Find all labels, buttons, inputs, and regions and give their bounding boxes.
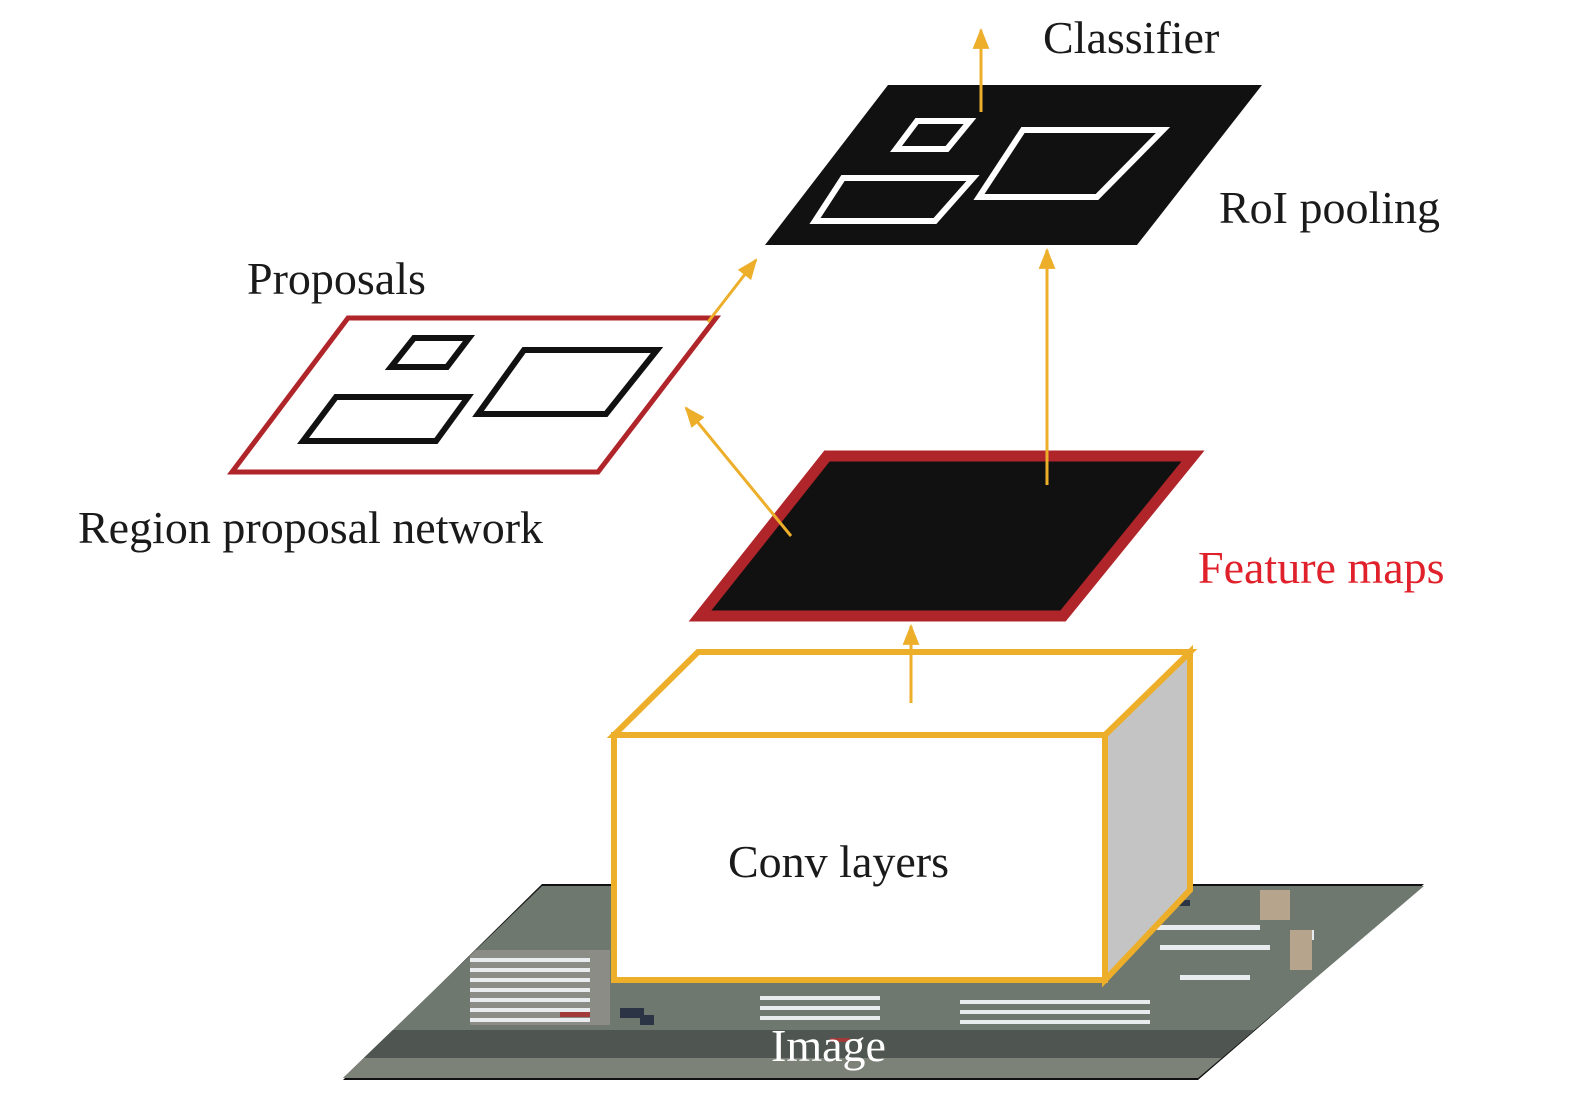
proposal-box-small <box>384 335 476 370</box>
label-feature-maps: Feature maps <box>1198 542 1445 593</box>
roi-box-left <box>809 175 980 224</box>
roi-box-small <box>890 118 977 152</box>
arrows <box>684 27 1056 703</box>
conv-layers-box <box>606 644 1198 988</box>
arrow-rpn-to-roi <box>706 258 758 323</box>
roi-pooling-plane <box>765 85 1262 245</box>
label-proposals: Proposals <box>247 253 426 304</box>
label-image: Image <box>771 1020 886 1071</box>
proposals-plane <box>226 315 722 475</box>
proposal-box-left <box>297 394 474 444</box>
label-conv-layers: Conv layers <box>728 836 949 887</box>
roi-box-right <box>973 127 1171 200</box>
label-roi-pooling: RoI pooling <box>1219 182 1440 233</box>
proposal-box-right <box>472 347 664 417</box>
label-rpn: Region proposal network <box>78 502 543 553</box>
feature-maps-plane <box>688 450 1205 622</box>
arrow-features-to-rpn <box>684 406 793 537</box>
label-classifier: Classifier <box>1043 12 1219 63</box>
